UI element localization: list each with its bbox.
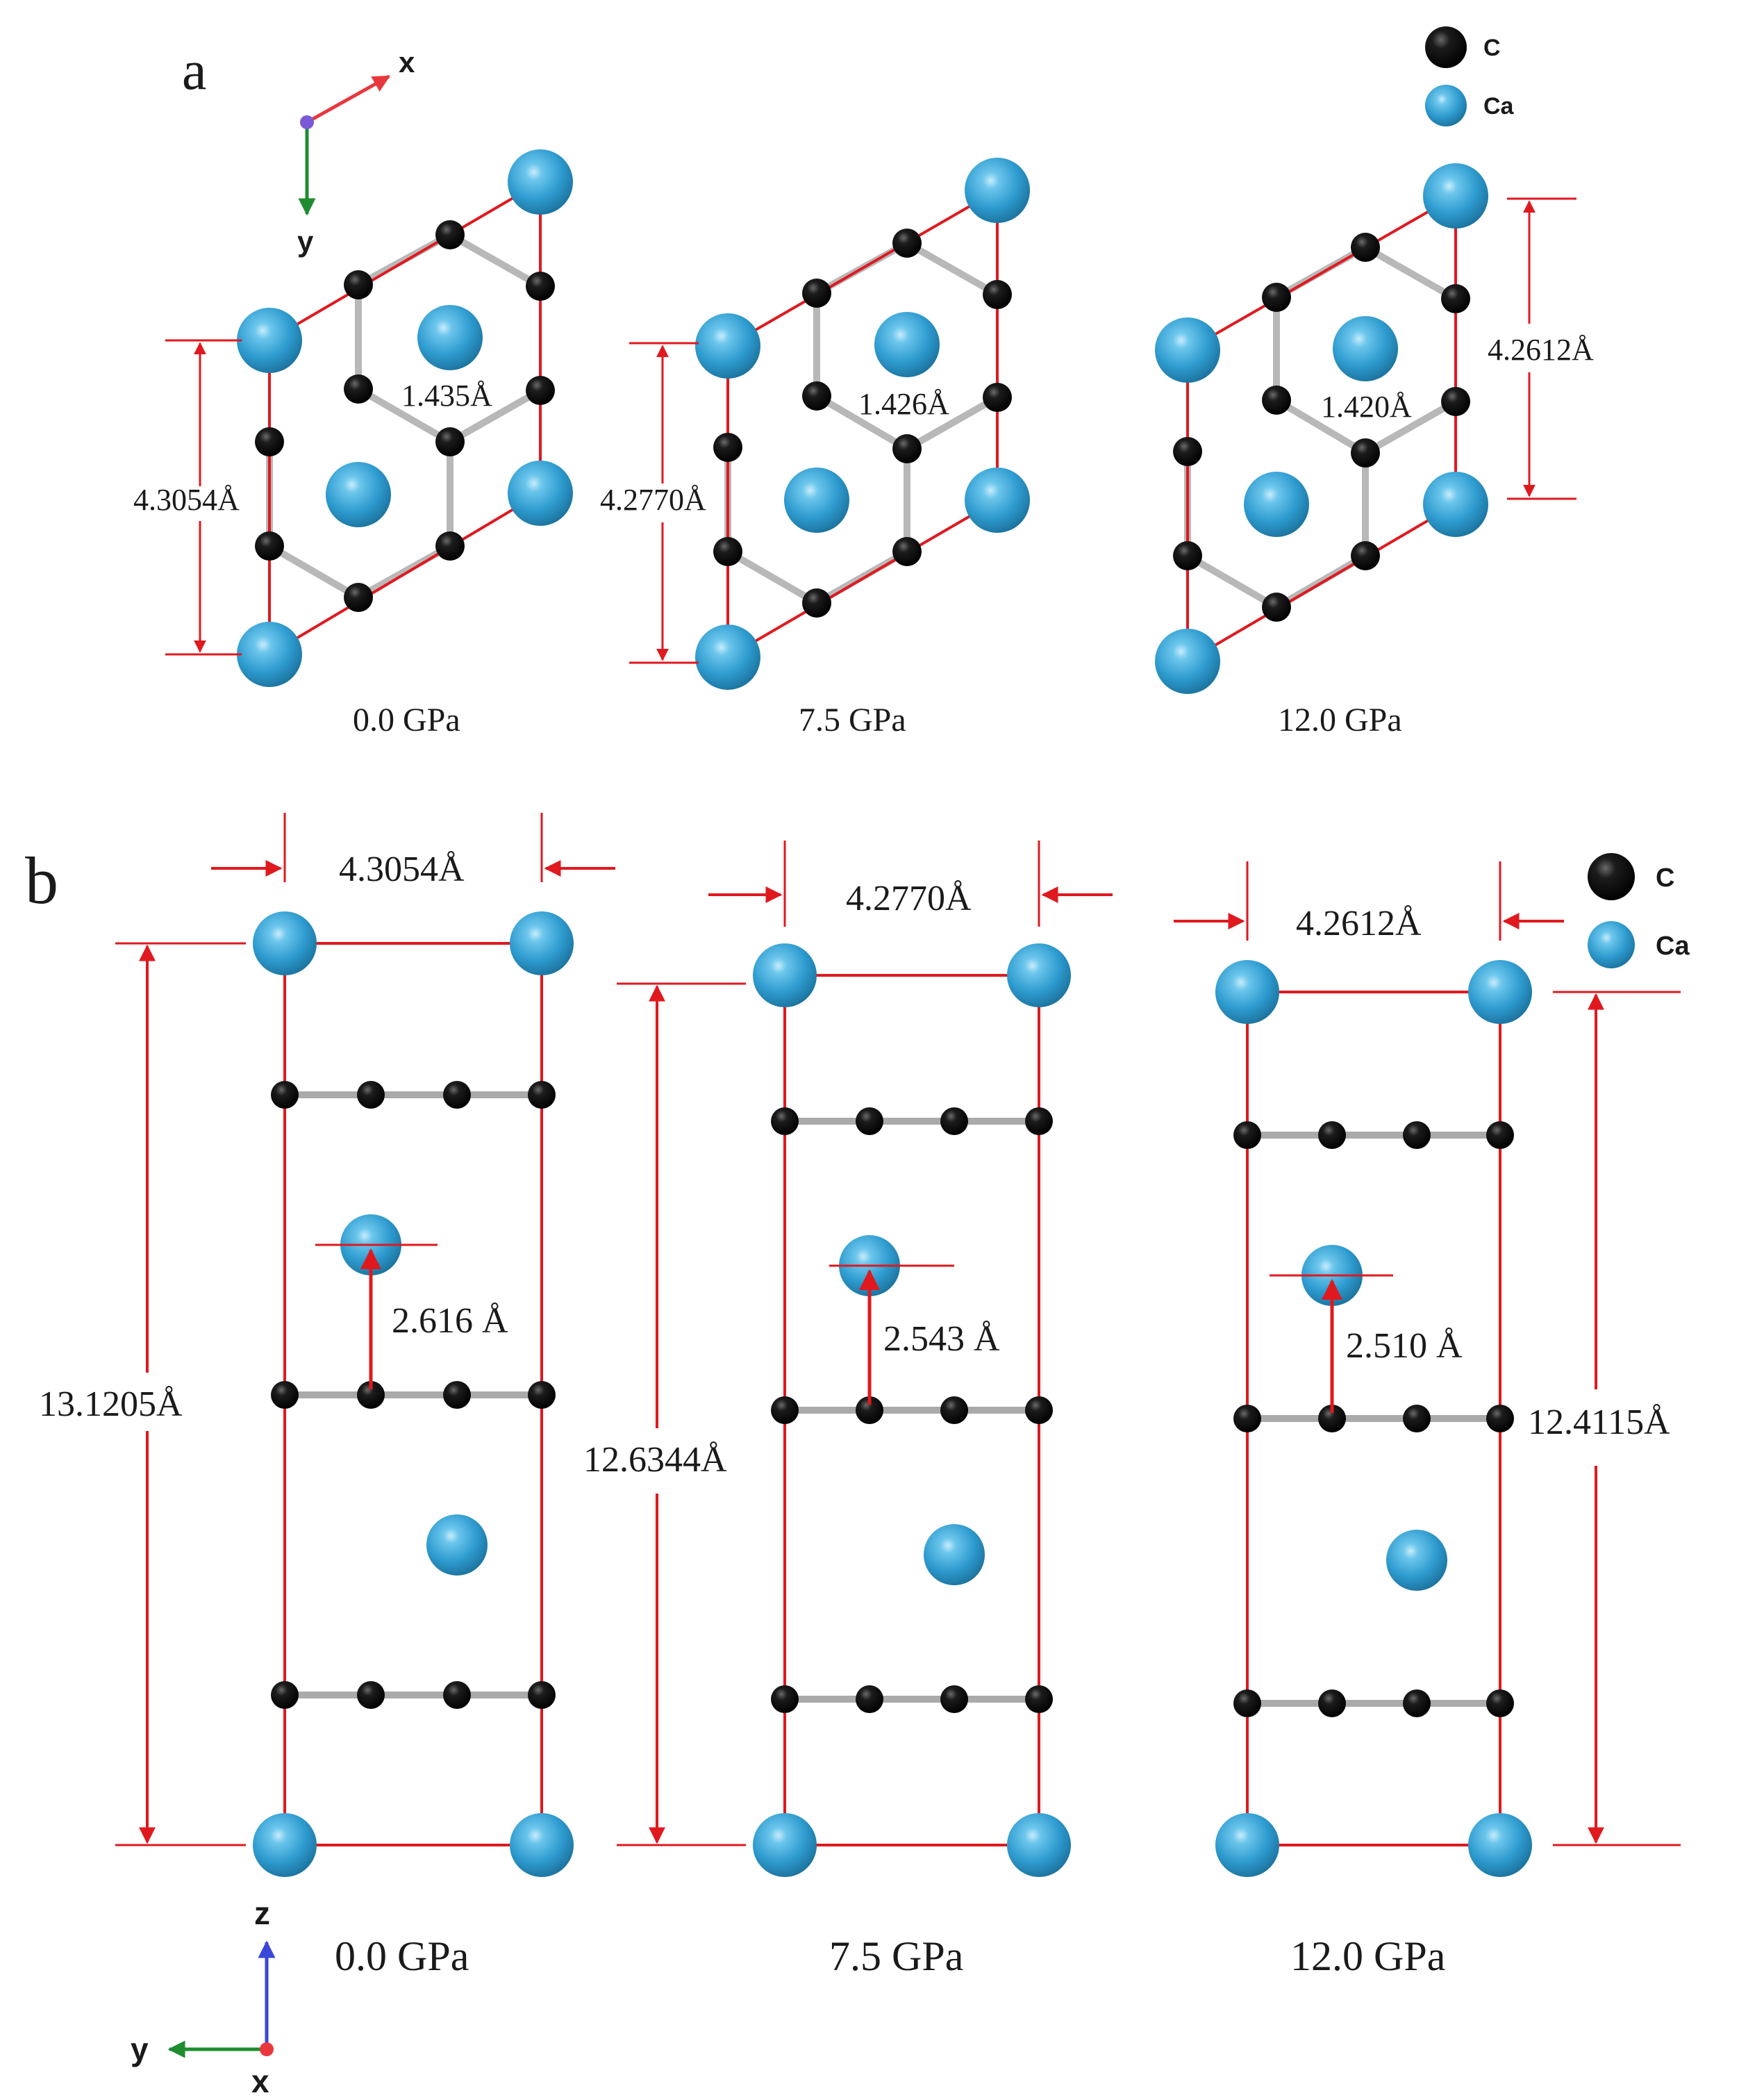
calcium-atoms (753, 943, 1071, 1877)
lattice-a-label: 4.2770Å (600, 483, 706, 517)
carbon-atoms (1173, 233, 1470, 622)
lattice-c-label: 13.1205Å (39, 1384, 183, 1424)
panel-a-label: a (182, 40, 207, 101)
lattice-c-dimension: 12.6344Å (583, 982, 746, 1846)
structure-a-0: 4.3054Å 1.435Å 0.0 GPa (133, 149, 573, 738)
axis-x-label: x (399, 46, 415, 78)
pressure-label: 0.0 GPa (335, 1933, 469, 1979)
pressure-label: 0.0 GPa (353, 702, 460, 738)
structure-a-2: 4.2612Å 1.420Å 12.0 GPa (1155, 163, 1594, 738)
lattice-a-dimension: 4.2770Å (600, 342, 706, 664)
lattice-a-dimension: 4.2612Å (1488, 197, 1594, 500)
lattice-a-label: 4.2612Å (1488, 333, 1594, 367)
pressure-label: 12.0 GPa (1290, 1933, 1445, 1979)
panel-b-label: b (25, 843, 58, 918)
bonds (266, 231, 544, 601)
structure-b-1: 4.2770Å 12.6344Å 2.543 Å 7.5 GPa (583, 841, 1113, 1979)
ca-distance-label: 2.616 Å (392, 1301, 508, 1341)
lattice-a-dimension: 4.2770Å (708, 841, 1113, 927)
legend-calcium-icon (1425, 85, 1467, 126)
x-axis-dot (260, 2042, 274, 2056)
ca-distance-label: 2.510 Å (1346, 1326, 1463, 1366)
calcium-atoms (253, 911, 574, 1877)
lattice-a-label: 4.2770Å (846, 879, 972, 918)
axis-x-label: x (251, 2063, 269, 2099)
lattice-a-dimension: 4.2612Å (1174, 861, 1564, 943)
axis-y-label: y (131, 2031, 149, 2067)
x-axis-arrow (306, 74, 391, 124)
calcium-atoms (237, 149, 573, 687)
legend-carbon-label: C (1483, 35, 1501, 61)
ca-layer-distance: 2.616 Å (315, 1243, 508, 1389)
bond-length-label: 1.435Å (401, 379, 492, 413)
pressure-label: 7.5 GPa (799, 702, 906, 738)
axis-triad-a: x y (297, 46, 415, 258)
carbon-atoms (771, 1107, 1053, 1713)
panel-b: b C Ca z y x (25, 813, 1690, 2099)
z-axis-dot (300, 115, 314, 129)
structure-a-1: 4.2770Å 1.426Å 7.5 GPa (600, 158, 1030, 738)
carbon-atoms (255, 220, 555, 612)
lattice-a-label: 4.3054Å (133, 483, 240, 517)
lattice-c-dimension: 12.4115Å (1528, 991, 1681, 1846)
carbon-atoms (271, 1081, 556, 1709)
ca-distance-label: 2.543 Å (883, 1319, 1000, 1359)
bonds (281, 1091, 545, 1698)
carbon-atoms (713, 229, 1012, 618)
ca-layer-distance: 2.543 Å (829, 1264, 1000, 1405)
calcium-atoms (1155, 163, 1488, 694)
pressure-label: 12.0 GPa (1278, 702, 1402, 738)
bond-length-label: 1.420Å (1321, 390, 1412, 424)
legend-calcium-label: Ca (1656, 932, 1690, 961)
axis-z-label: z (254, 1895, 270, 1931)
legend-a: C Ca (1425, 26, 1515, 126)
legend-carbon-icon (1588, 853, 1635, 900)
lattice-a-label: 4.3054Å (339, 850, 465, 889)
lattice-c-label: 12.6344Å (583, 1440, 727, 1480)
bond-length-label: 1.426Å (858, 387, 949, 421)
lattice-a-dimension: 4.3054Å (133, 339, 242, 656)
structure-b-2: 4.2612Å 12.4115Å 2.510 Å 12.0 GPa (1174, 861, 1681, 1979)
legend-calcium-icon (1588, 921, 1635, 968)
structure-b-0: 4.3054Å 13.1205Å 2.616 Å 0.0 GPa (39, 813, 615, 1979)
lattice-c-label: 12.4115Å (1528, 1403, 1670, 1442)
calcium-atoms (695, 158, 1030, 690)
pressure-label: 7.5 GPa (829, 1933, 963, 1979)
bonds (724, 240, 1001, 606)
legend-calcium-label: Ca (1483, 93, 1515, 119)
legend-carbon-label: C (1656, 863, 1674, 893)
lattice-c-dimension: 13.1205Å (39, 942, 246, 1846)
ca-layer-distance: 2.510 Å (1270, 1274, 1463, 1413)
panel-a: a x y C Ca (133, 26, 1594, 738)
bonds (1244, 1132, 1504, 1707)
carbon-atoms (1233, 1121, 1514, 1717)
bonds (781, 1118, 1042, 1703)
legend-carbon-icon (1425, 26, 1467, 68)
bonds (1184, 244, 1459, 611)
lattice-a-dimension: 4.3054Å (211, 813, 615, 889)
lattice-a-label: 4.2612Å (1296, 904, 1422, 943)
axis-y-label: y (297, 225, 314, 258)
axis-triad-b: z y x (131, 1895, 276, 2099)
legend-b: C Ca (1588, 853, 1690, 968)
